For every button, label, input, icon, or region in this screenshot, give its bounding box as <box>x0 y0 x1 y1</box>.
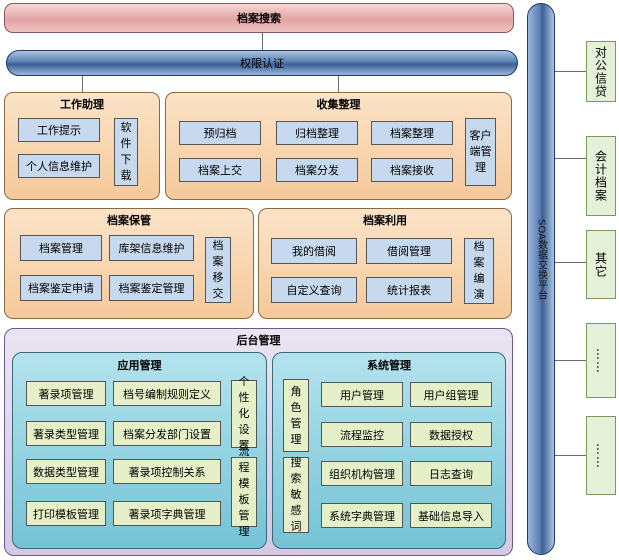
search-auth-connector <box>262 33 263 50</box>
archive-transfer-label: 档案移交 <box>212 239 224 300</box>
soa-pipe: SOA数据交换平台 <box>527 3 555 555</box>
external-connector-2 <box>555 158 586 159</box>
archive-number-rule-button[interactable]: 档号编制规则定义 <box>113 381 221 406</box>
software-download-button[interactable]: 软件下载 <box>114 118 138 186</box>
sensitive-word-button[interactable]: 搜索敏感词 <box>283 456 309 533</box>
flow-template-button[interactable]: 流程模板管理 <box>231 445 257 538</box>
archive-management-button[interactable]: 档案管理 <box>20 235 102 261</box>
external-system-2[interactable]: 会计档案 <box>586 136 616 216</box>
external-system-4[interactable]: …… <box>586 323 616 398</box>
external-system-3[interactable]: 其它 <box>586 230 616 299</box>
archive-submit-button[interactable]: 档案上交 <box>179 158 261 182</box>
flow-template-label: 流程模板管理 <box>238 445 250 538</box>
external-connector-3 <box>555 262 586 263</box>
pre-archive-button[interactable]: 预归档 <box>179 121 261 145</box>
external-system-5[interactable]: …… <box>586 416 616 495</box>
external-system-1-label: 对公信贷 <box>593 45 608 98</box>
backend-title: 后台管理 <box>236 334 281 347</box>
flow-monitor-button[interactable]: 流程监控 <box>321 422 403 447</box>
user-management-button[interactable]: 用户管理 <box>321 382 403 407</box>
archive-sort-button[interactable]: 归档整理 <box>276 121 358 145</box>
field-control-button[interactable]: 著录项控制关系 <box>113 459 221 484</box>
sensitive-word-label: 搜索敏感词 <box>290 456 302 533</box>
field-management-button[interactable]: 著录项管理 <box>26 381 106 406</box>
system-management-panel: 系统管理 角色管理 搜索敏感词 用户管理 用户组管理 流程监控 数据授权 组织机… <box>272 352 506 549</box>
client-management-label: 客户端管理 <box>469 129 492 174</box>
record-type-button[interactable]: 著录类型管理 <box>26 421 106 446</box>
org-management-button[interactable]: 组织机构管理 <box>321 461 403 486</box>
system-dictionary-button[interactable]: 系统字典管理 <box>321 503 403 528</box>
software-download-label: 软件下载 <box>120 121 132 182</box>
field-dictionary-button[interactable]: 著录项字典管理 <box>113 501 221 526</box>
auth-work-connector <box>82 76 83 92</box>
data-authorization-button[interactable]: 数据授权 <box>410 422 492 447</box>
auth-pipe-label: 权限认证 <box>240 57 284 70</box>
auth-pipe: 权限认证 <box>6 50 518 76</box>
archive-transfer-button[interactable]: 档案移交 <box>205 237 231 303</box>
external-system-5-label: …… <box>594 442 608 469</box>
archive-search-label: 档案搜索 <box>237 12 281 25</box>
role-management-button[interactable]: 角色管理 <box>283 379 309 452</box>
personalization-button[interactable]: 个性化设置 <box>231 375 257 452</box>
distribution-dept-button[interactable]: 档案分发部门设置 <box>113 421 221 446</box>
user-group-button[interactable]: 用户组管理 <box>410 382 492 407</box>
system-management-title: 系统管理 <box>367 359 411 372</box>
soa-pipe-label: SOA数据交换平台 <box>535 219 547 300</box>
preserve-title: 档案保管 <box>107 214 151 227</box>
custom-query-button[interactable]: 自定义查询 <box>271 277 357 303</box>
archive-receive-button[interactable]: 档案接收 <box>371 158 453 182</box>
work-tips-button[interactable]: 工作提示 <box>18 118 100 142</box>
external-connector-4 <box>555 360 586 361</box>
auth-collect-connector <box>338 76 339 92</box>
app-management-panel: 应用管理 著录项管理 档号编制规则定义 著录类型管理 档案分发部门设置 数据类型… <box>12 352 267 549</box>
backend-panel: 后台管理 应用管理 著录项管理 档号编制规则定义 著录类型管理 档案分发部门设置… <box>4 328 513 556</box>
external-connector-1 <box>555 71 586 72</box>
appraisal-management-button[interactable]: 档案鉴定管理 <box>109 275 194 301</box>
appraisal-request-button[interactable]: 档案鉴定申请 <box>20 275 102 301</box>
external-system-2-label: 会计档案 <box>593 150 608 202</box>
external-connector-5 <box>555 455 586 456</box>
archive-compile-label: 档案编演 <box>473 240 485 301</box>
work-assistant-title: 工作助理 <box>60 98 104 111</box>
external-system-3-label: 其它 <box>593 251 608 278</box>
role-management-label: 角色管理 <box>290 384 302 446</box>
shelf-info-button[interactable]: 库架信息维护 <box>109 235 194 261</box>
preserve-panel: 档案保管 档案管理 库架信息维护 档案鉴定申请 档案鉴定管理 档案移交 <box>4 208 254 319</box>
utilize-panel: 档案利用 我的借阅 借阅管理 自定义查询 统计报表 档案编演 <box>258 208 512 319</box>
my-borrow-button[interactable]: 我的借阅 <box>271 238 357 264</box>
collect-panel: 收集整理 预归档 归档整理 档案整理 档案上交 档案分发 档案接收 客户端管理 <box>165 92 512 200</box>
statistics-report-button[interactable]: 统计报表 <box>366 277 452 303</box>
utilize-title: 档案利用 <box>363 214 407 227</box>
external-system-1[interactable]: 对公信贷 <box>586 41 616 102</box>
file-organize-button[interactable]: 档案整理 <box>371 121 453 145</box>
work-assistant-panel: 工作助理 工作提示 个人信息维护 软件下载 <box>4 92 160 200</box>
archive-compile-button[interactable]: 档案编演 <box>464 238 494 304</box>
archive-distribute-button[interactable]: 档案分发 <box>276 158 358 182</box>
client-management-button[interactable]: 客户端管理 <box>465 118 496 186</box>
personalization-label: 个性化设置 <box>238 375 250 452</box>
external-system-4-label: …… <box>594 347 608 374</box>
data-type-button[interactable]: 数据类型管理 <box>26 459 106 484</box>
borrow-management-button[interactable]: 借阅管理 <box>366 238 452 264</box>
base-info-import-button[interactable]: 基础信息导入 <box>410 503 492 528</box>
app-management-title: 应用管理 <box>117 359 162 372</box>
log-query-button[interactable]: 日志查询 <box>410 461 492 486</box>
collect-title: 收集整理 <box>316 98 361 111</box>
personal-info-button[interactable]: 个人信息维护 <box>18 154 100 178</box>
archive-search-bar: 档案搜索 <box>4 3 514 33</box>
print-template-button[interactable]: 打印模板管理 <box>26 501 106 526</box>
